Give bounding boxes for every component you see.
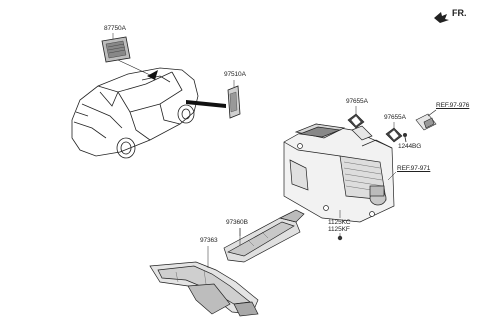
bolt-part [337, 210, 343, 241]
screw-part [403, 133, 407, 143]
actuator-bracket-part [415, 109, 437, 131]
gasket-left-part [347, 106, 365, 129]
part-label-87750A[interactable]: 87750A [104, 25, 126, 32]
front-direction-label: FR. [452, 8, 467, 18]
part-label-97363[interactable]: 97363 [200, 237, 218, 244]
part-label-97510A[interactable]: 97510A [224, 71, 246, 78]
rear-duct-upper-part [223, 209, 305, 263]
hvac-heater-unit [283, 123, 395, 223]
vehicle-outline [71, 67, 199, 159]
part-label-97655A-right[interactable]: 97655A [384, 114, 406, 121]
vent-grille-part [101, 33, 131, 63]
part-label-97655A-left[interactable]: 97655A [346, 98, 368, 105]
part-label-97360B[interactable]: 97360B [226, 219, 248, 226]
gasket-right-part [385, 122, 403, 143]
leader-arrow-icon [147, 70, 158, 80]
rear-duct-lower-part [149, 246, 259, 317]
part-label-1244BG[interactable]: 1244BG [398, 143, 422, 150]
part-label-1125KF[interactable]: 1125KF [328, 226, 350, 233]
leader-arrow-icon [186, 100, 226, 108]
ref-label-97-971[interactable]: REF.97-971 [397, 165, 431, 172]
sensor-module-part [227, 80, 241, 119]
ref-label-97-976[interactable]: REF.97-976 [436, 102, 470, 109]
ref-leader-line [387, 171, 397, 181]
front-direction-arrow-icon [434, 12, 449, 23]
part-label-1125KC[interactable]: 1125KC [328, 219, 351, 226]
